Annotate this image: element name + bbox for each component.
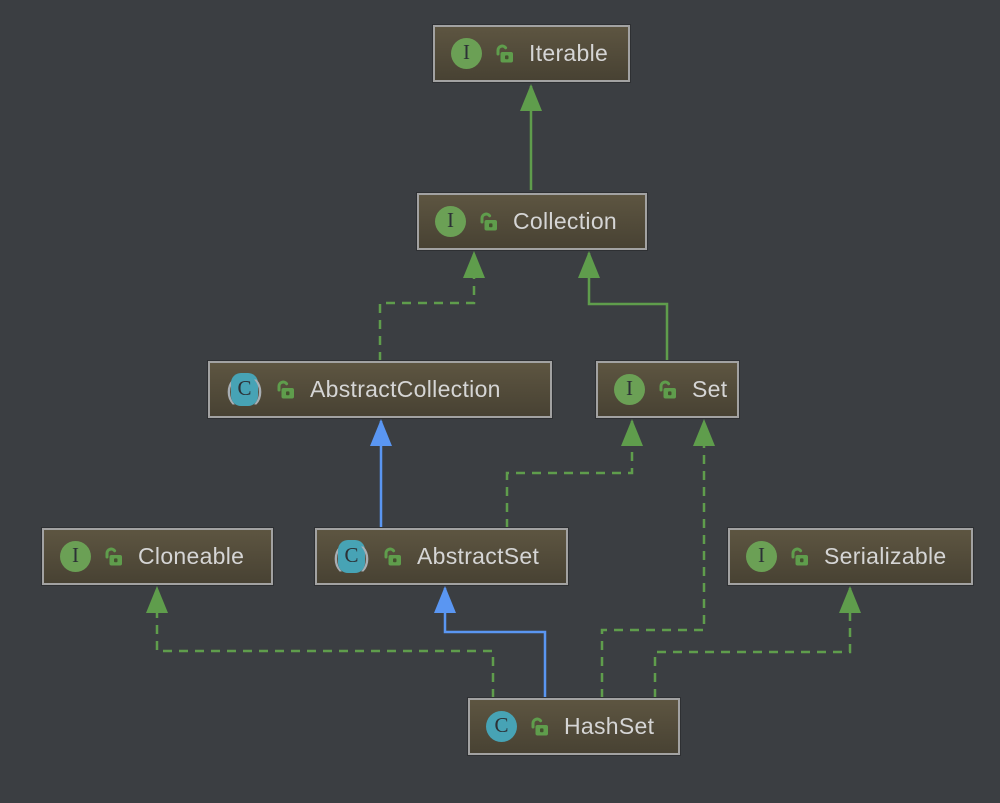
node-label: Set [692, 376, 728, 402]
lock-icon [527, 715, 551, 739]
node-set[interactable]: I Set [596, 361, 739, 418]
type-badge-circle: C [486, 711, 517, 742]
lock-icon [787, 545, 811, 569]
arrowhead-abstract-collection-to-collection [463, 251, 485, 278]
arrowhead-hashset-to-abstract-set [434, 586, 456, 613]
type-badge-letter: I [758, 543, 765, 567]
type-badge-letter: I [447, 208, 454, 232]
arrowhead-set-to-collection [578, 251, 600, 278]
type-badge-circle: I [60, 541, 91, 572]
node-collection[interactable]: I Collection [417, 193, 647, 250]
node-label: Iterable [529, 40, 609, 66]
arrowhead-hashset-to-cloneable [146, 586, 168, 613]
node-cloneable[interactable]: I Cloneable [42, 528, 273, 585]
type-badge-circle: C [338, 540, 365, 573]
lock-icon [492, 42, 516, 66]
edge-hashset-to-serializable [653, 588, 852, 698]
abstract-paren-right: ) [361, 541, 370, 572]
arrowhead-collection-to-iterable [520, 84, 542, 111]
type-badge: I [614, 374, 645, 405]
arrowhead-abstract-set-to-abstract-collection [370, 419, 392, 446]
type-badge: I [60, 541, 91, 572]
edge-hashset-to-abstract-set [443, 588, 547, 698]
node-label: Cloneable [138, 543, 245, 569]
arrowhead-abstract-set-to-set [621, 419, 643, 446]
edge-abstract-set-to-set [505, 421, 634, 528]
node-iterable[interactable]: I Iterable [433, 25, 630, 82]
lock-icon [476, 210, 500, 234]
node-label: Serializable [824, 543, 947, 569]
node-label: AbstractCollection [310, 376, 501, 402]
arrowhead-hashset-to-serializable [839, 586, 861, 613]
type-badge-letter: I [626, 376, 633, 400]
type-badge-circle: I [746, 541, 777, 572]
type-badge-circle: C [231, 373, 258, 406]
node-label: AbstractSet [417, 543, 540, 569]
type-badge-letter: I [463, 40, 470, 64]
arrowhead-hashset-to-set [693, 419, 715, 446]
node-label: Collection [513, 208, 617, 234]
type-badge-letter: C [237, 376, 252, 400]
lock-icon [101, 545, 125, 569]
type-badge-letter: I [72, 543, 79, 567]
edge-abstract-collection-to-collection [378, 253, 476, 361]
abstract-paren-left: ( [226, 375, 235, 405]
edge-hashset-to-cloneable [155, 588, 495, 698]
type-badge-letter: C [344, 543, 359, 567]
type-badge: ( C ) [333, 540, 370, 573]
abstract-paren-right: ) [254, 374, 263, 405]
type-badge: C [486, 711, 517, 742]
lock-icon [655, 378, 679, 402]
node-abstract-set[interactable]: ( C ) AbstractSet [315, 528, 568, 585]
type-badge: I [746, 541, 777, 572]
node-hashset[interactable]: C HashSet [468, 698, 680, 755]
node-label: HashSet [564, 713, 655, 739]
type-badge: I [451, 38, 482, 69]
type-badge-letter: C [494, 713, 509, 737]
edge-set-to-collection [587, 253, 669, 361]
type-badge: ( C ) [226, 373, 263, 406]
type-badge-circle: I [435, 206, 466, 237]
abstract-paren-left: ( [333, 542, 342, 572]
type-badge-circle: I [614, 374, 645, 405]
lock-icon [273, 378, 297, 402]
node-abstract-collection[interactable]: ( C ) AbstractCollection [208, 361, 552, 418]
lock-icon [380, 545, 404, 569]
type-badge: I [435, 206, 466, 237]
edge-hashset-to-set [600, 421, 706, 698]
node-serializable[interactable]: I Serializable [728, 528, 973, 585]
type-badge-circle: I [451, 38, 482, 69]
